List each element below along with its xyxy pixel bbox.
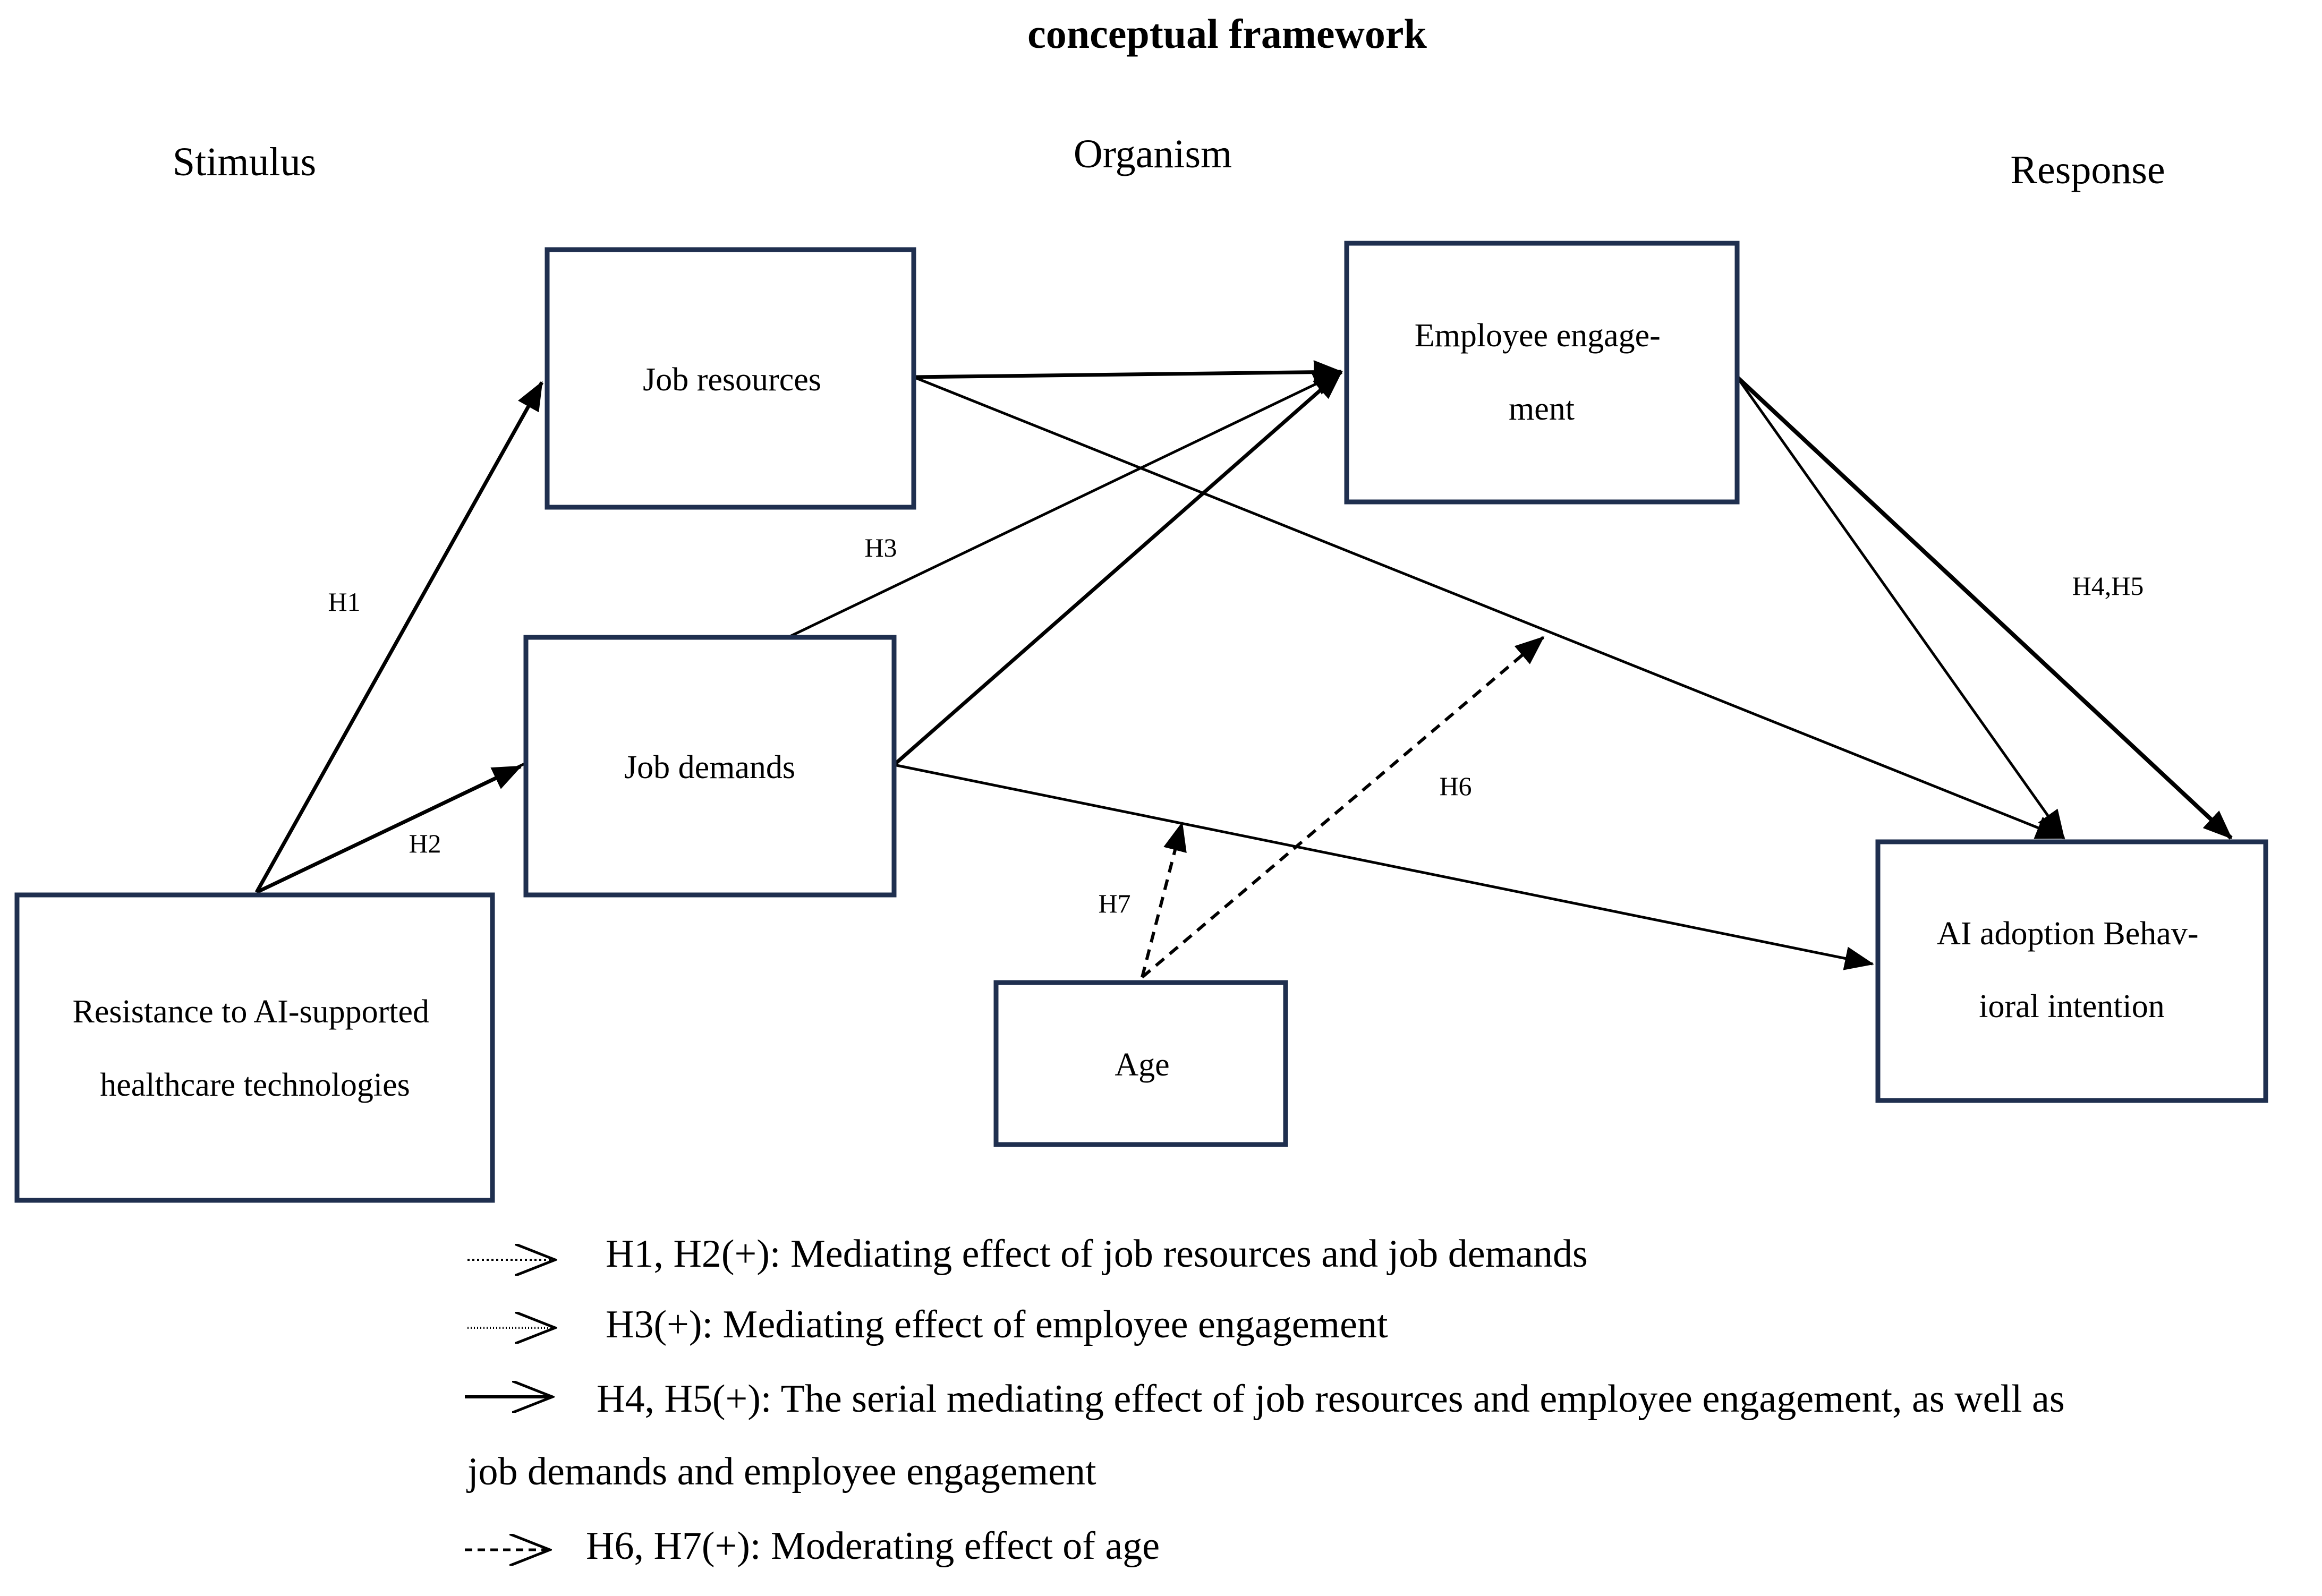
node-job-resources-line1: Job resources bbox=[643, 362, 821, 398]
svg-text:Age: Age bbox=[1115, 1047, 1169, 1083]
node-job-demands: Job demands bbox=[523, 635, 897, 898]
edges bbox=[254, 360, 2233, 979]
edge-job-resources-to-employee-engagement bbox=[913, 360, 1343, 385]
svg-text:Job resources: Job resources bbox=[643, 362, 821, 398]
node-age-line1: Age bbox=[1115, 1047, 1169, 1083]
legend-item-h1-h2: H1, H2(+): Mediating effect of job resou… bbox=[467, 1232, 1588, 1276]
legend-text-h1-h2: H1, H2(+): Mediating effect of job resou… bbox=[606, 1232, 1588, 1276]
svg-text:AI adoption Behav- ioral: AI adoption Behav- ioral intention bbox=[1937, 916, 2207, 1025]
node-ai-adoption: AI adoption Behav- ioral intention bbox=[1875, 839, 2268, 1103]
legend-text-h4-h5: H4, H5(+): The serial mediating effect o… bbox=[597, 1377, 2065, 1421]
node-ai-adoption-line2: ioral intention bbox=[1979, 988, 2165, 1025]
label-h6: H6 bbox=[1439, 771, 1472, 801]
svg-text:Resistance to AI-supported: Resistance to AI-supported healthcare te… bbox=[72, 994, 437, 1103]
label-h2: H2 bbox=[409, 829, 441, 858]
edge-age-moderation-h6 bbox=[1141, 636, 1545, 979]
label-h4h5: H4,H5 bbox=[2072, 571, 2144, 601]
stage-stimulus: Stimulus bbox=[173, 140, 316, 184]
edge-job-resources-to-ai-adoption bbox=[913, 375, 2065, 840]
node-age: Age bbox=[993, 980, 1288, 1147]
stage-organism: Organism bbox=[1074, 132, 1232, 176]
diagram-title: conceptual framework bbox=[1027, 11, 1427, 57]
legend-text-h3: H3(+): Mediating effect of employee enga… bbox=[606, 1303, 1388, 1346]
edge-resistance-to-employee-engagement bbox=[256, 370, 1343, 894]
node-employee-engagement: Employee engage- ment bbox=[1344, 241, 1740, 505]
node-job-demands-line1: Job demands bbox=[624, 749, 795, 786]
edge-job-demands-to-ai-adoption bbox=[894, 763, 1874, 970]
node-resistance-line2: healthcare technologies bbox=[100, 1067, 410, 1103]
edge-age-moderation-h7 bbox=[1141, 822, 1187, 978]
label-h7: H7 bbox=[1098, 889, 1130, 918]
label-h3: H3 bbox=[864, 533, 897, 562]
legend: H1, H2(+): Mediating effect of job resou… bbox=[465, 1232, 2065, 1568]
label-h1: H1 bbox=[328, 587, 360, 617]
node-resistance: Resistance to AI-supported healthcare te… bbox=[14, 892, 495, 1203]
node-resistance-line1: Resistance to AI-supported bbox=[72, 994, 429, 1030]
edge-resistance-to-job-resources bbox=[254, 381, 544, 893]
node-ai-adoption-line1: AI adoption Behav- bbox=[1937, 916, 2198, 952]
edge-employee-engagement-to-ai-adoption-a bbox=[1736, 376, 2065, 840]
legend-item-h6-h7: H6, H7(+): Moderating effect of age bbox=[465, 1524, 1160, 1568]
node-job-resources: Job resources bbox=[545, 247, 916, 510]
svg-text:Employee engage- ment: Employee engage- ment bbox=[1415, 318, 1669, 427]
node-employee-engagement-line2: ment bbox=[1509, 391, 1575, 427]
edge-job-demands-to-employee-engagement bbox=[892, 370, 1343, 766]
legend-item-h4-h5: H4, H5(+): The serial mediating effect o… bbox=[465, 1377, 2065, 1421]
legend-item-h3: H3(+): Mediating effect of employee enga… bbox=[467, 1303, 1388, 1346]
svg-text:Job demands: Job demands bbox=[624, 749, 795, 786]
edge-employee-engagement-to-ai-adoption-b bbox=[1736, 375, 2233, 840]
legend-text-h6-h7: H6, H7(+): Moderating effect of age bbox=[586, 1524, 1160, 1568]
node-employee-engagement-line1: Employee engage- bbox=[1415, 318, 1661, 354]
legend-text-h4-h5-continued: job demands and employee engagement bbox=[466, 1450, 1096, 1493]
stage-response: Response bbox=[2010, 148, 2165, 192]
